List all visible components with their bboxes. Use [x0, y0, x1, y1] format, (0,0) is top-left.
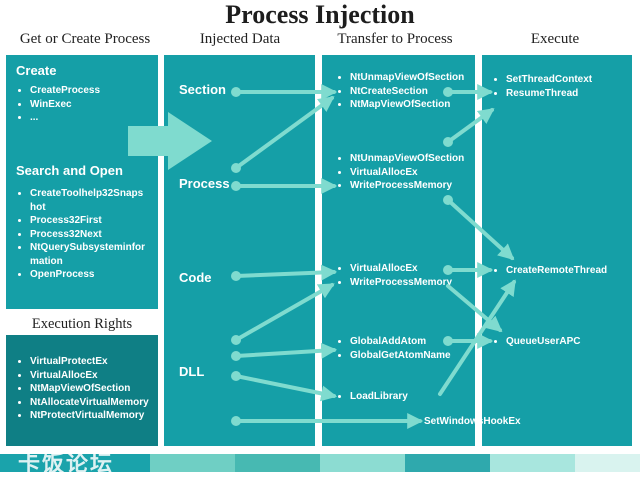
injected-data-panel	[164, 55, 315, 446]
list-item: GlobalAddAtom	[350, 335, 490, 349]
column-header-injected-data: Injected Data	[199, 31, 281, 47]
list-item: VirtualAllocEx	[350, 262, 490, 276]
execute-group-thread-context: SetThreadContext ResumeThread	[492, 73, 640, 100]
transfer-group-section: NtUnmapViewOfSection NtCreateSection NtM…	[336, 71, 490, 112]
create-list: CreateProcess WinExec ...	[16, 84, 170, 125]
list-item: VirtualAllocEx	[30, 369, 170, 383]
list-item: NtMapViewOfSection	[30, 382, 170, 396]
footer-strip	[0, 454, 640, 472]
page-title: Process Injection	[225, 0, 415, 29]
list-item: NtAllocateVirtualMemory	[30, 396, 170, 410]
list-item: NtMapViewOfSection	[350, 98, 490, 112]
search-open-title: Search and Open	[16, 163, 123, 178]
list-item: CreateRemoteThread	[506, 264, 640, 278]
injected-section-label: Section	[179, 82, 226, 97]
injected-dll-label: DLL	[179, 364, 205, 379]
watermark-text: 卡饭论坛	[18, 452, 115, 477]
list-item: ...	[30, 111, 170, 125]
list-item: NtUnmapViewOfSection	[350, 71, 490, 85]
list-item: NtProtectVirtualMemory	[30, 409, 170, 423]
list-item: SetThreadContext	[506, 73, 640, 87]
list-item: NtUnmapViewOfSection	[350, 152, 490, 166]
transfer-group-process: NtUnmapViewOfSection VirtualAllocEx Writ…	[336, 152, 490, 193]
injected-code-label: Code	[179, 270, 212, 285]
list-item: Process32First	[30, 214, 170, 228]
execution-rights-panel	[6, 335, 158, 446]
list-item: WriteProcessMemory	[350, 179, 490, 193]
list-item: Process32Next	[30, 228, 170, 242]
list-item: GlobalGetAtomName	[350, 349, 490, 363]
get-or-create-panel	[6, 55, 158, 309]
execution-rights-list: VirtualProtectEx VirtualAllocEx NtMapVie…	[16, 355, 170, 423]
transfer-group-atom: GlobalAddAtom GlobalGetAtomName	[336, 335, 490, 362]
execute-group-remote-thread: CreateRemoteThread	[492, 264, 640, 278]
column-header-get-or-create: Get or Create Process	[19, 31, 151, 47]
list-item: WriteProcessMemory	[350, 276, 490, 290]
list-item: ResumeThread	[506, 87, 640, 101]
column-header-execute: Execute	[530, 31, 580, 47]
list-item: QueueUserAPC	[506, 335, 640, 349]
transfer-group-code: VirtualAllocEx WriteProcessMemory	[336, 262, 490, 289]
big-right-arrow-icon	[128, 112, 212, 170]
list-item: NtCreateSection	[350, 85, 490, 99]
column-header-transfer: Transfer to Process	[337, 31, 453, 47]
list-item: OpenProcess	[30, 268, 170, 282]
execution-rights-title: Execution Rights	[31, 316, 133, 332]
transfer-group-dll: LoadLibrary	[336, 390, 490, 404]
list-item: CreateProcess	[30, 84, 170, 98]
list-item: VirtualAllocEx	[350, 166, 490, 180]
list-item: WinExec	[30, 98, 170, 112]
injected-process-label: Process	[179, 176, 230, 191]
execute-group-apc: QueueUserAPC	[492, 335, 640, 349]
list-item: LoadLibrary	[350, 390, 490, 404]
hook-label: SetWindowsHookEx	[424, 416, 521, 427]
list-item: VirtualProtectEx	[30, 355, 170, 369]
create-title: Create	[16, 63, 57, 78]
